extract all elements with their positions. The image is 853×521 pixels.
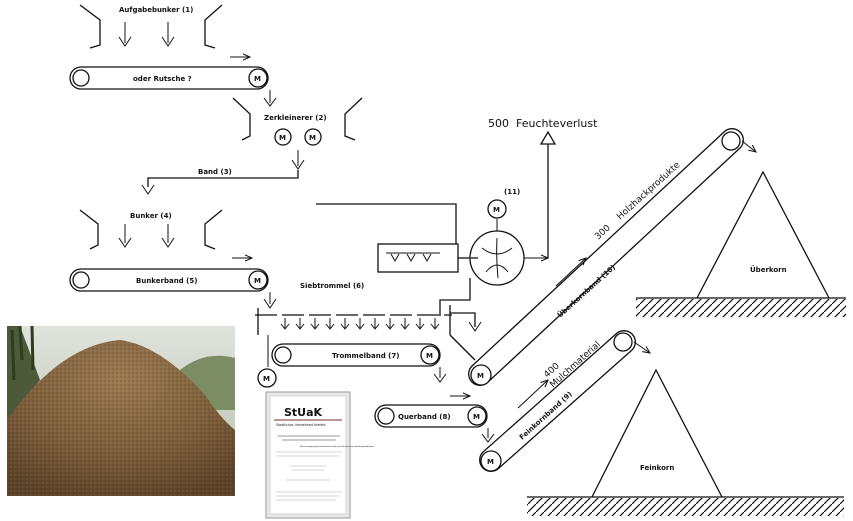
motor-symbol: M	[473, 413, 480, 421]
label-motor11: (11)	[504, 188, 520, 196]
motor-symbol: M	[254, 277, 261, 285]
motor-symbol: M	[487, 458, 494, 466]
label-rutsche: oder Rutsche ?	[133, 75, 192, 83]
label-ueberkorn: Überkorn	[750, 265, 787, 274]
conveyor-querband: M Querband (8)	[375, 405, 487, 427]
label-feinkorn: Feinkorn	[640, 464, 674, 472]
band-3: Band (3)	[142, 168, 298, 194]
label-bunkerband: Bunkerband (5)	[136, 277, 197, 285]
conveyor-rutsche: M oder Rutsche ?	[70, 67, 268, 89]
motor-symbol: M	[426, 352, 433, 360]
compost-photo	[7, 326, 235, 496]
motor-symbol: M	[254, 75, 261, 83]
label-siebtrommel: Siebtrommel (6)	[300, 282, 364, 290]
siebtrommel-6: Siebtrommel (6) M	[255, 282, 481, 387]
conveyor-trommelband: M Trommelband (7)	[272, 344, 440, 366]
feuchte-label: Feuchteverlust	[516, 117, 598, 130]
report-subtitle: Staatliches Umweltamt Krefeld	[276, 423, 325, 427]
aufgabebunker-1: Aufgabebunker (1)	[80, 5, 222, 48]
sieve-arrows	[281, 318, 439, 329]
label-zerkleinerer: Zerkleinerer (2)	[264, 114, 327, 122]
label-bunker4: Bunker (4)	[130, 212, 172, 220]
report-document: StUaK Staatliches Umweltamt Krefeld Besc…	[266, 392, 375, 518]
label-aufgabebunker: Aufgabebunker (1)	[119, 6, 193, 14]
label-trommelband: Trommelband (7)	[332, 352, 399, 360]
motor-symbol: M	[477, 372, 484, 380]
motor-symbol: M	[309, 134, 316, 142]
label-querband: Querband (8)	[398, 413, 451, 421]
report-heading: Bescheinigung des Umweltamts über den Ei…	[300, 445, 375, 448]
label-band3: Band (3)	[198, 168, 232, 176]
bunker-4: Bunker (4)	[80, 210, 222, 249]
motor-symbol: M	[493, 206, 500, 214]
report-logo: StUaK	[284, 406, 323, 419]
trockner-11: M (11)	[316, 188, 548, 316]
motor-symbol: M	[263, 375, 270, 383]
conveyor-bunkerband: M Bunkerband (5)	[70, 269, 268, 291]
motor-symbol: M	[279, 134, 286, 142]
feuchte-value: 500	[488, 117, 509, 130]
zerkleinerer-2: Zerkleinerer (2) M M	[233, 98, 362, 145]
